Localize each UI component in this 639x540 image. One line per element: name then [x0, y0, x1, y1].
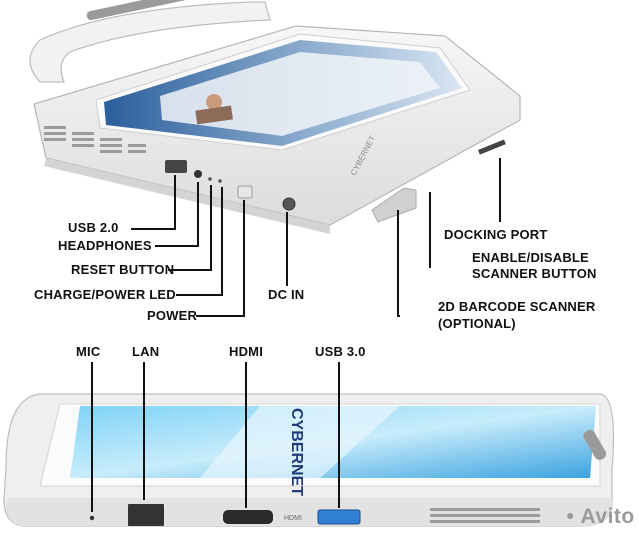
hdmi-port-text: HDMI	[284, 515, 302, 522]
avito-watermark-text: Avito	[580, 505, 635, 528]
headphone-jack	[194, 170, 202, 178]
usb2-port	[165, 160, 187, 173]
label-enable-disable-line1: ENABLE/DISABLE	[472, 250, 589, 265]
hdmi-port	[223, 510, 273, 524]
mic-hole	[89, 515, 95, 521]
side-vent	[44, 126, 146, 153]
leader-lines-top	[131, 158, 501, 317]
label-lan: LAN	[132, 344, 160, 359]
label-scanner-button-line2: SCANNER BUTTON	[472, 266, 597, 281]
lan-port	[128, 504, 164, 526]
power-button	[237, 185, 253, 199]
docking-port	[478, 139, 506, 155]
avito-watermark: ● Avito	[566, 505, 635, 529]
dc-in-port	[282, 197, 296, 211]
usb3-port	[317, 509, 361, 525]
leader-lines-bottom	[91, 362, 340, 512]
stylus-side	[583, 429, 607, 460]
label-charge-power-led: CHARGE/POWER LED	[34, 287, 176, 302]
label-reset-button: RESET BUTTON	[71, 262, 175, 277]
brand-logo-screen: CYBERNET	[288, 408, 305, 496]
reset-button	[208, 177, 212, 181]
label-headphones: HEADPHONES	[58, 238, 152, 253]
label-dc-in: DC IN	[268, 287, 305, 302]
bottom-vent	[430, 508, 540, 523]
label-barcode-scanner-line2: (OPTIONAL)	[438, 316, 516, 331]
bottom-tablet: CYBERNET HDMI	[3, 393, 615, 527]
label-mic: MIC	[76, 344, 101, 359]
label-hdmi: HDMI	[229, 344, 264, 359]
label-usb3: USB 3.0	[315, 344, 366, 359]
label-usb2: USB 2.0	[68, 220, 119, 235]
avito-logo-icon: ●	[566, 507, 575, 523]
label-barcode-scanner-line1: 2D BARCODE SCANNER	[438, 299, 596, 314]
label-docking-port: DOCKING PORT	[444, 227, 548, 242]
carry-handle	[29, 1, 271, 83]
barcode-scanner	[371, 187, 417, 223]
label-power: POWER	[147, 308, 198, 323]
top-tablet: CYBERNET	[29, 0, 521, 234]
charge-led	[218, 179, 222, 183]
stylus	[86, 0, 264, 21]
